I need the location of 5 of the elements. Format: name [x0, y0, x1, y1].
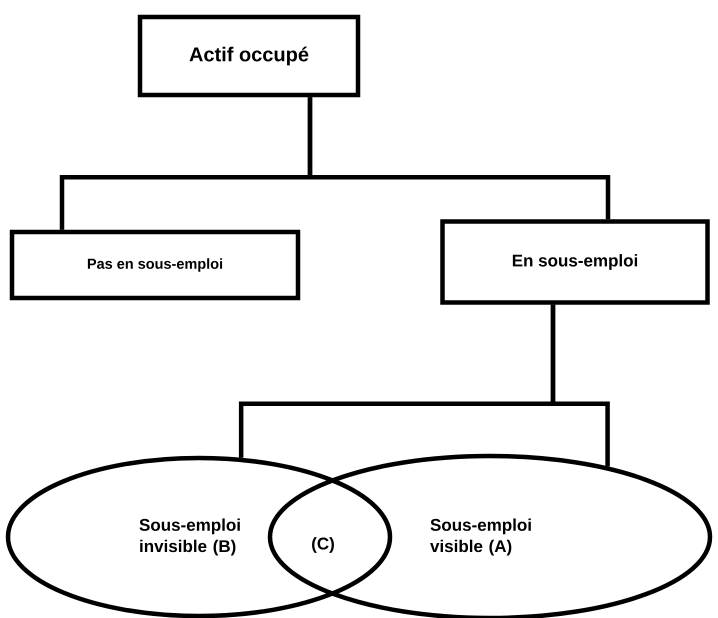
- overlap-label: (C): [312, 537, 334, 553]
- title-box: Actif occupé: [138, 14, 360, 98]
- category-box: En sous-emploi: [440, 219, 710, 305]
- category-box: Pas en sous-emploi: [10, 230, 300, 300]
- connector-line: [550, 304, 610, 466]
